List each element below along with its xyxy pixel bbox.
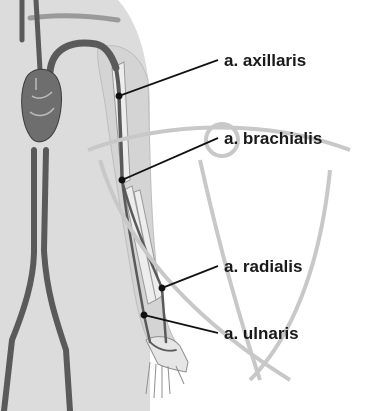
label-ulnaris: a. ulnaris [224,324,299,343]
hand [146,337,188,398]
label-radialis: a. radialis [224,257,302,276]
label-axillaris: a. axillaris [224,51,306,70]
label-brachialis: a. brachialis [224,129,322,148]
